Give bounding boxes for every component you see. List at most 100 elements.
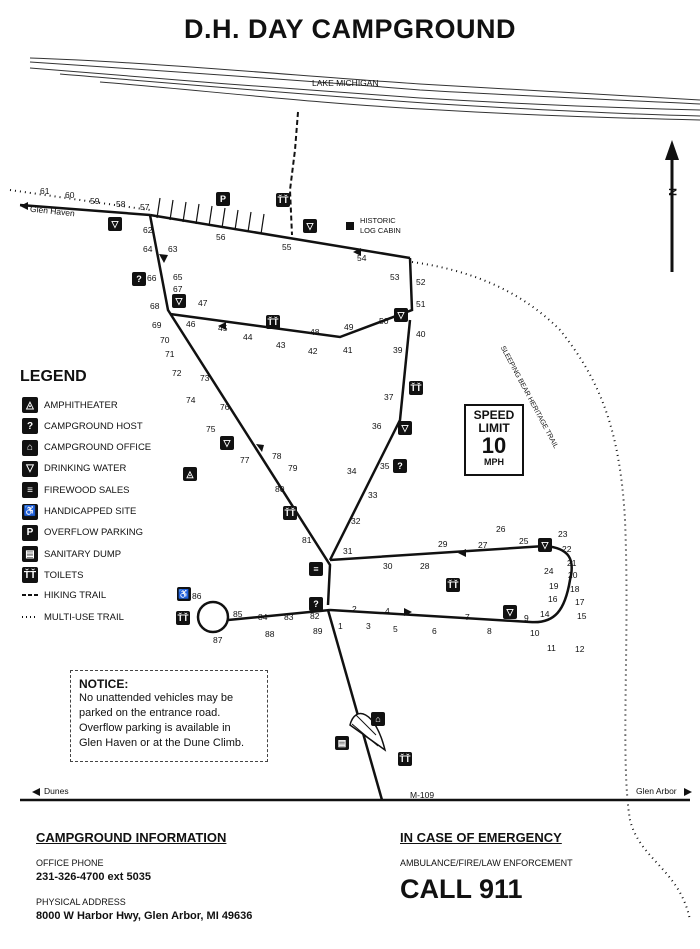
legend-hiking-label: HIKING TRAIL — [44, 589, 107, 601]
campsite-75[interactable]: 75 — [206, 424, 216, 434]
campsite-23[interactable]: 23 — [558, 529, 568, 539]
campsite-28[interactable]: 28 — [420, 561, 430, 571]
campsite-67[interactable]: 67 — [173, 284, 183, 294]
campsite-30[interactable]: 30 — [383, 561, 393, 571]
campsite-1[interactable]: 1 — [338, 621, 343, 631]
campsite-18[interactable]: 18 — [570, 584, 580, 594]
speed-unit: MPH — [484, 457, 504, 467]
campsite-53[interactable]: 53 — [390, 272, 400, 282]
campsite-74[interactable]: 74 — [186, 395, 196, 405]
campsite-81[interactable]: 81 — [302, 535, 312, 545]
campsite-52[interactable]: 52 — [416, 277, 426, 287]
campsite-48[interactable]: 48 — [310, 327, 320, 337]
campsite-3[interactable]: 3 — [366, 621, 371, 631]
campsite-55[interactable]: 55 — [282, 242, 292, 252]
campsite-21[interactable]: 21 — [567, 558, 577, 568]
campsite-41[interactable]: 41 — [343, 345, 353, 355]
campsite-12[interactable]: 12 — [575, 644, 585, 654]
campsite-77[interactable]: 77 — [240, 455, 250, 465]
campsite-2[interactable]: 2 — [352, 604, 357, 614]
campsite-27[interactable]: 27 — [478, 540, 488, 550]
office-phone[interactable]: 231-326-4700 ext 5035 — [36, 871, 151, 883]
campsite-43[interactable]: 43 — [276, 340, 286, 350]
campsite-70[interactable]: 70 — [160, 335, 170, 345]
campsite-11[interactable]: 11 — [547, 643, 556, 653]
campsite-73[interactable]: 73 — [200, 373, 210, 383]
campsite-14[interactable]: 14 — [540, 609, 550, 619]
campsite-86[interactable]: 86 — [192, 591, 202, 601]
campsite-6[interactable]: 6 — [432, 626, 437, 636]
campsite-46[interactable]: 46 — [186, 319, 196, 329]
campsite-61[interactable]: 61 — [40, 186, 50, 196]
campsite-72[interactable]: 72 — [172, 368, 182, 378]
campsite-26[interactable]: 26 — [496, 524, 506, 534]
campsite-89[interactable]: 89 — [313, 626, 323, 636]
drinking-water-icon: ▽ — [503, 605, 517, 619]
campsite-83[interactable]: 83 — [284, 612, 294, 622]
campsite-9[interactable]: 9 — [524, 613, 529, 623]
campsite-34[interactable]: 34 — [347, 466, 357, 476]
campsite-76[interactable]: 76 — [220, 402, 230, 412]
campsite-10[interactable]: 10 — [530, 628, 540, 638]
campsite-16[interactable]: 16 — [548, 594, 558, 604]
campsite-71[interactable]: 71 — [165, 349, 175, 359]
campsite-63[interactable]: 63 — [168, 244, 178, 254]
campsite-25[interactable]: 25 — [519, 536, 529, 546]
campsite-68[interactable]: 68 — [150, 301, 160, 311]
campsite-51[interactable]: 51 — [416, 299, 426, 309]
campsite-15[interactable]: 15 — [577, 611, 587, 621]
legend-hiking-trail: HIKING TRAIL — [22, 586, 106, 604]
campsite-44[interactable]: 44 — [243, 332, 253, 342]
campsite-31[interactable]: 31 — [343, 546, 353, 556]
campsite-45[interactable]: 45 — [218, 323, 228, 333]
campsite-29[interactable]: 29 — [438, 539, 448, 549]
campsite-85[interactable]: 85 — [233, 609, 243, 619]
campsite-17[interactable]: 17 — [575, 597, 585, 607]
campsite-64[interactable]: 64 — [143, 244, 153, 254]
campsite-79[interactable]: 79 — [288, 463, 298, 473]
campsite-69[interactable]: 69 — [152, 320, 162, 330]
campsite-50[interactable]: 50 — [379, 316, 389, 326]
emergency-heading: IN CASE OF EMERGENCY — [400, 830, 562, 845]
campsite-8[interactable]: 8 — [487, 626, 492, 636]
campsite-54[interactable]: 54 — [357, 253, 367, 263]
campsite-35[interactable]: 35 — [380, 461, 390, 471]
campsite-47[interactable]: 47 — [198, 298, 208, 308]
campsite-7[interactable]: 7 — [465, 612, 470, 622]
campsite-56[interactable]: 56 — [216, 232, 226, 242]
campsite-4[interactable]: 4 — [385, 606, 390, 616]
campsite-78[interactable]: 78 — [272, 451, 282, 461]
campsite-62[interactable]: 62 — [143, 225, 153, 235]
legend-label: FIREWOOD SALES — [44, 484, 130, 496]
campsite-49[interactable]: 49 — [344, 322, 354, 332]
campsite-80[interactable]: 80 — [275, 484, 285, 494]
campsite-33[interactable]: 33 — [368, 490, 378, 500]
campsite-37[interactable]: 37 — [384, 392, 394, 402]
campsite-42[interactable]: 42 — [308, 346, 318, 356]
campsite-66[interactable]: 66 — [147, 273, 157, 283]
campsite-22[interactable]: 22 — [562, 544, 572, 554]
campsite-58[interactable]: 58 — [116, 199, 126, 209]
campsite-59[interactable]: 59 — [90, 196, 100, 206]
campsite-32[interactable]: 32 — [351, 516, 361, 526]
campsite-36[interactable]: 36 — [372, 421, 382, 431]
physical-address: 8000 W Harbor Hwy, Glen Arbor, MI 49636 — [36, 910, 253, 922]
campsite-88[interactable]: 88 — [265, 629, 275, 639]
campsite-57[interactable]: 57 — [140, 202, 150, 212]
campsite-65[interactable]: 65 — [173, 272, 183, 282]
campsite-60[interactable]: 60 — [65, 190, 75, 200]
campsite-5[interactable]: 5 — [393, 624, 398, 634]
campsite-20[interactable]: 20 — [568, 570, 578, 580]
amphitheater-icon: ◬ — [22, 397, 38, 413]
campsite-19[interactable]: 19 — [549, 581, 559, 591]
call-911[interactable]: CALL 911 — [400, 874, 523, 904]
campsite-39[interactable]: 39 — [393, 345, 403, 355]
north-arrow — [665, 140, 679, 272]
campsite-40[interactable]: 40 — [416, 329, 426, 339]
campsite-82[interactable]: 82 — [310, 611, 320, 621]
campground-office-icon: ⌂ — [22, 439, 38, 456]
campsite-84[interactable]: 84 — [258, 612, 268, 622]
campsite-24[interactable]: 24 — [544, 566, 554, 576]
campsite-87[interactable]: 87 — [213, 635, 223, 645]
